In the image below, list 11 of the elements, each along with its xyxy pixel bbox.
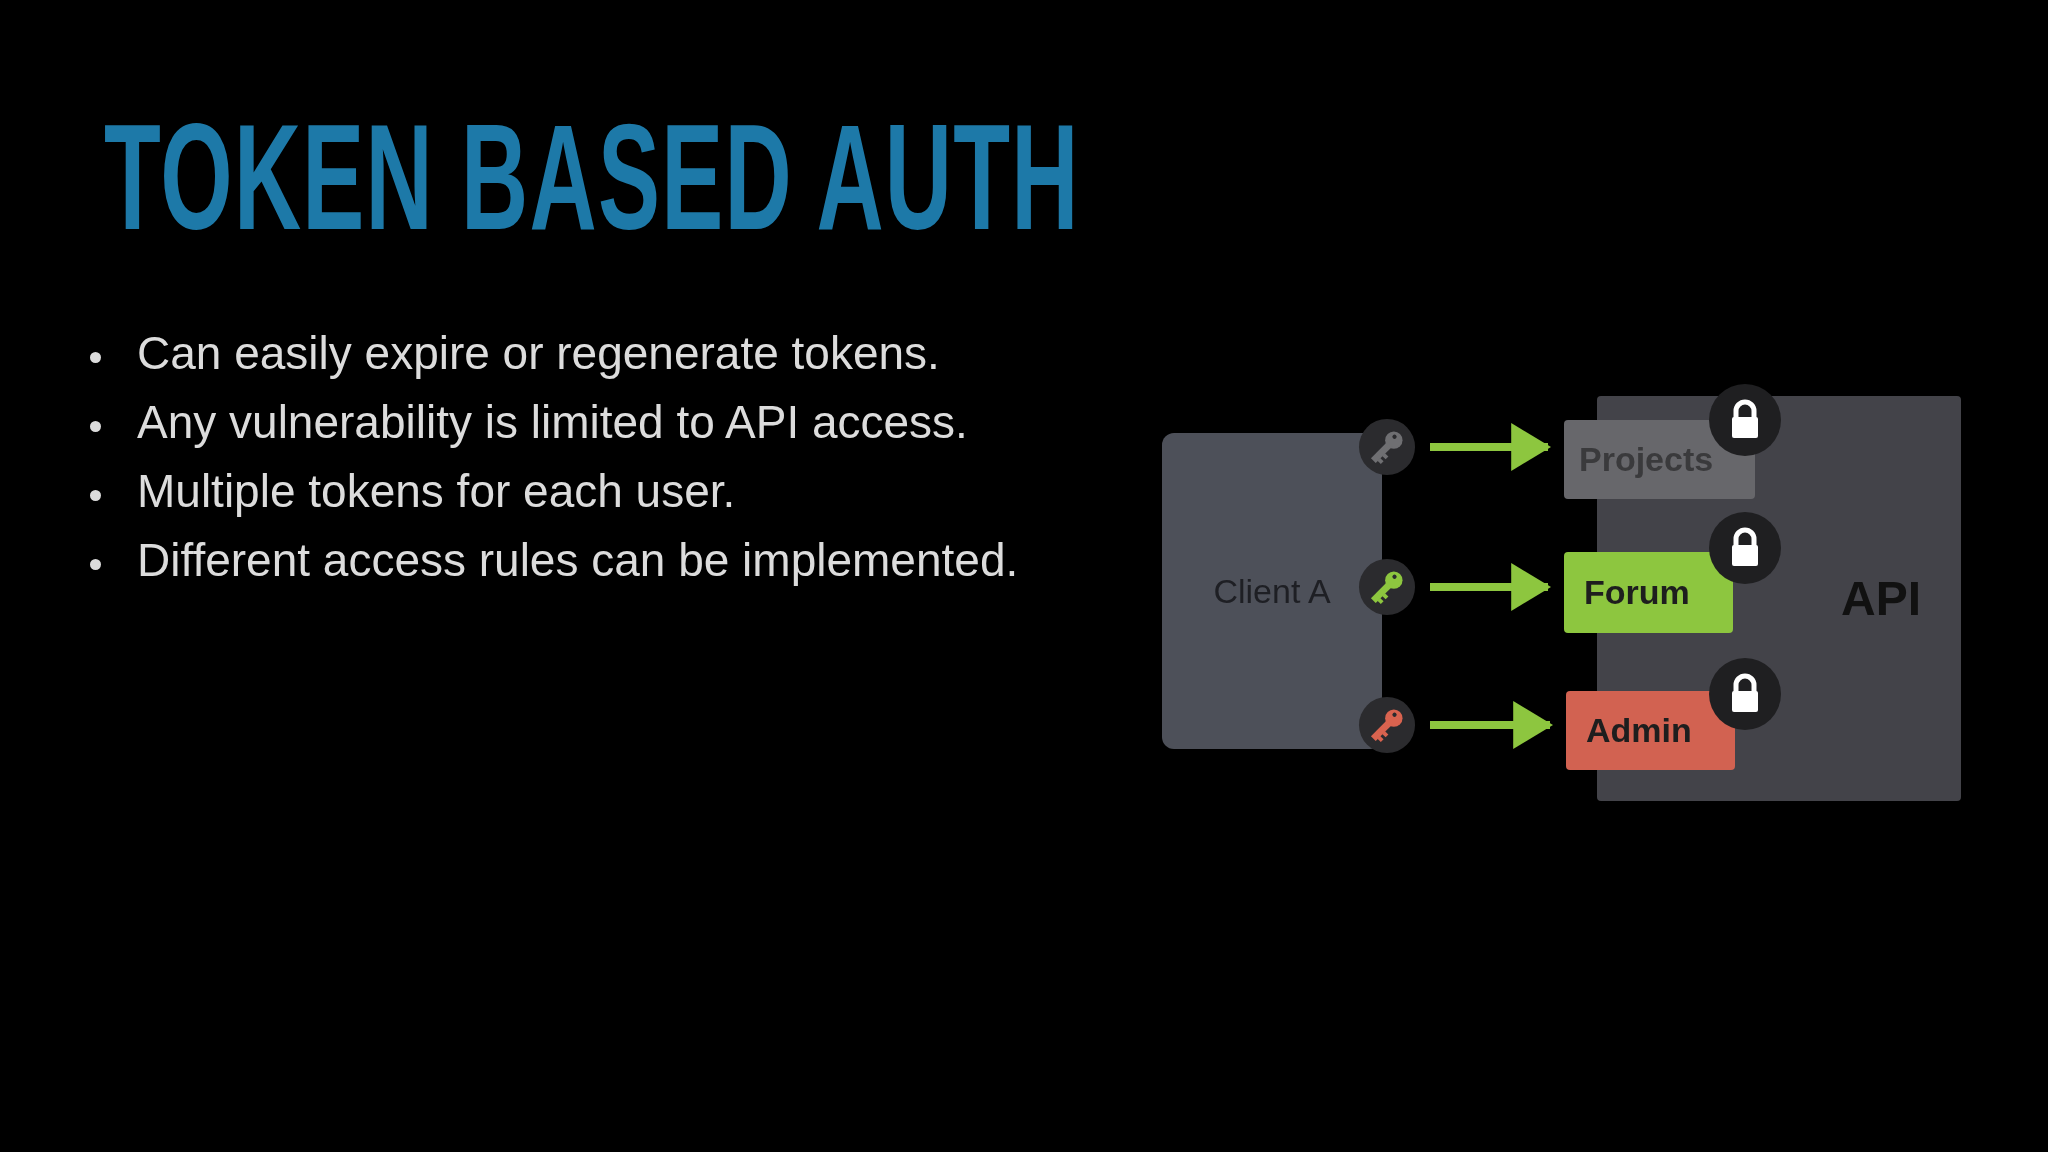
endpoint-label: Admin <box>1586 711 1692 750</box>
key-icon <box>1358 558 1416 616</box>
endpoint-box <box>1564 420 1755 499</box>
endpoint-label: Forum <box>1584 573 1690 612</box>
key-icon <box>1358 696 1416 754</box>
endpoint-box <box>1564 552 1733 633</box>
endpoint-box <box>1566 691 1735 770</box>
slide-title: TOKEN BASED AUTH <box>104 95 1080 260</box>
api-label: API <box>1841 571 1921 626</box>
key-icon <box>1358 418 1416 476</box>
client-box <box>1162 433 1382 749</box>
